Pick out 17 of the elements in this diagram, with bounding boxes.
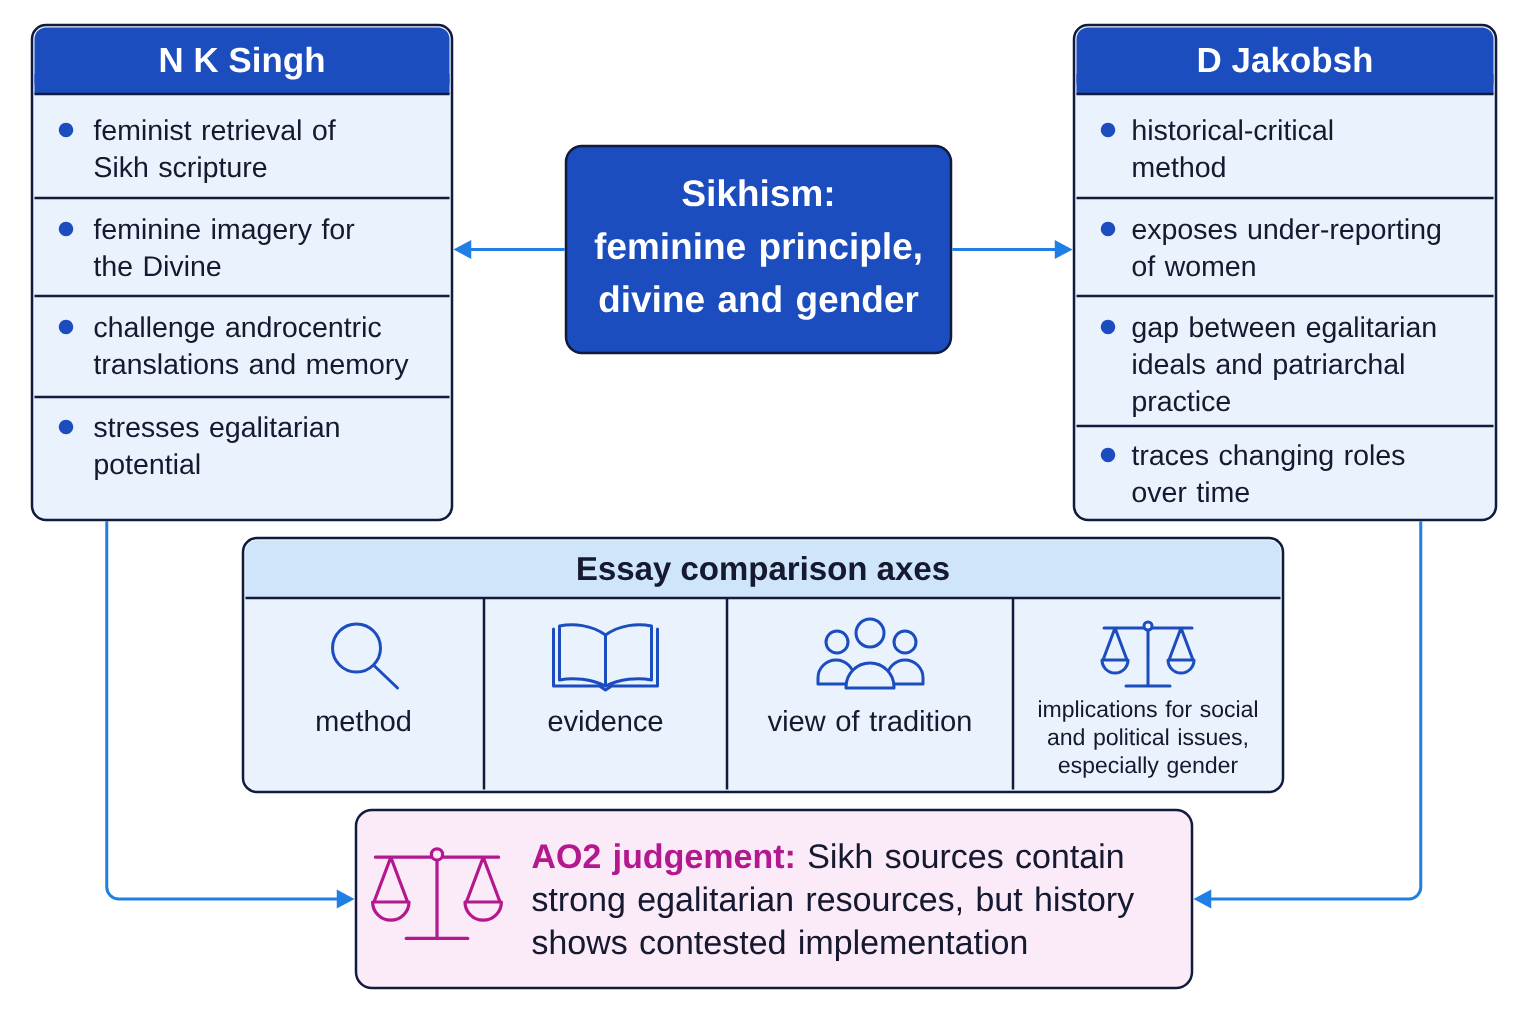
judgement-box: AO2 judgement: Sikh sources contain strong egalitarian resources, but history shows contested implementation [354,808,1194,990]
table-cell: evidence [482,596,727,790]
list-row: traces changing roles over time [1076,424,1494,518]
topic-box: Sikhism: feminine principle, divine and gender [564,144,953,355]
list-row: stresses egalitarian potential [34,395,450,518]
list-row: feminist retrieval of Sikh scripture [34,92,450,198]
list-row: feminine imagery for the Divine [34,196,450,296]
panel-header: D Jakobsh [1076,27,1494,94]
table-cell: implications for social and political issues, especially gender [1011,596,1281,790]
panel-header: N K Singh [34,27,450,94]
list-row: gap between egalitarian ideals and patriarchal practice [1076,294,1494,426]
list-row: exposes under-reporting of women [1076,196,1494,296]
table-cell: method [245,596,484,790]
list-row: historical-critical method [1076,92,1494,198]
table-cell: view of tradition [725,596,1013,790]
list-row: challenge androcentric translations and memory [34,294,450,397]
panel-header: Essay comparison axes [245,540,1281,598]
